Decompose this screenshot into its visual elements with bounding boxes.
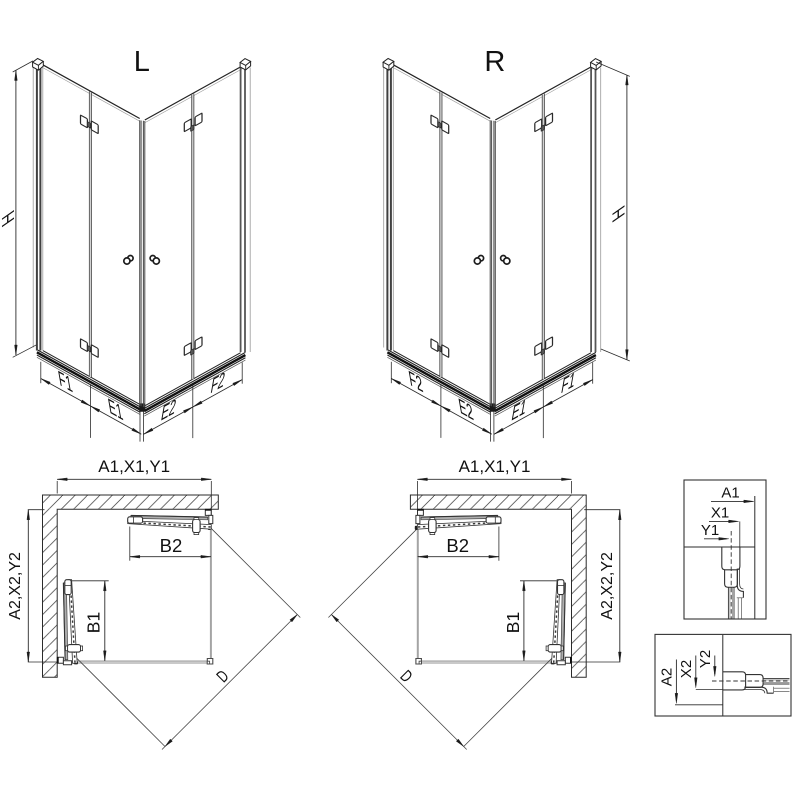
svg-text:F1: F1 [559,367,577,398]
svg-text:F2: F2 [209,367,227,398]
svg-text:F1: F1 [56,366,74,397]
svg-text:A1,X1,Y1: A1,X1,Y1 [459,457,531,476]
svg-text:R: R [484,46,505,78]
svg-text:F2: F2 [407,366,425,397]
svg-text:A1: A1 [721,485,739,502]
svg-text:B2: B2 [160,535,183,556]
svg-text:B1: B1 [503,612,523,633]
svg-text:L: L [134,46,150,78]
svg-text:A2,X2,Y2: A2,X2,Y2 [599,552,616,620]
svg-text:E2: E2 [457,394,475,426]
svg-text:E1: E1 [510,394,528,426]
svg-text:X1: X1 [711,505,729,522]
svg-text:A1,X1,Y1: A1,X1,Y1 [98,457,170,476]
svg-text:Y2: Y2 [697,650,714,668]
svg-text:E1: E1 [106,394,124,426]
svg-text:A2,X2,Y2: A2,X2,Y2 [7,552,24,620]
svg-text:A2: A2 [659,668,676,686]
svg-text:B2: B2 [446,535,469,556]
svg-text:X2: X2 [678,660,695,678]
svg-text:B1: B1 [84,612,104,633]
svg-text:E2: E2 [159,394,177,426]
svg-text:Y1: Y1 [701,522,719,539]
